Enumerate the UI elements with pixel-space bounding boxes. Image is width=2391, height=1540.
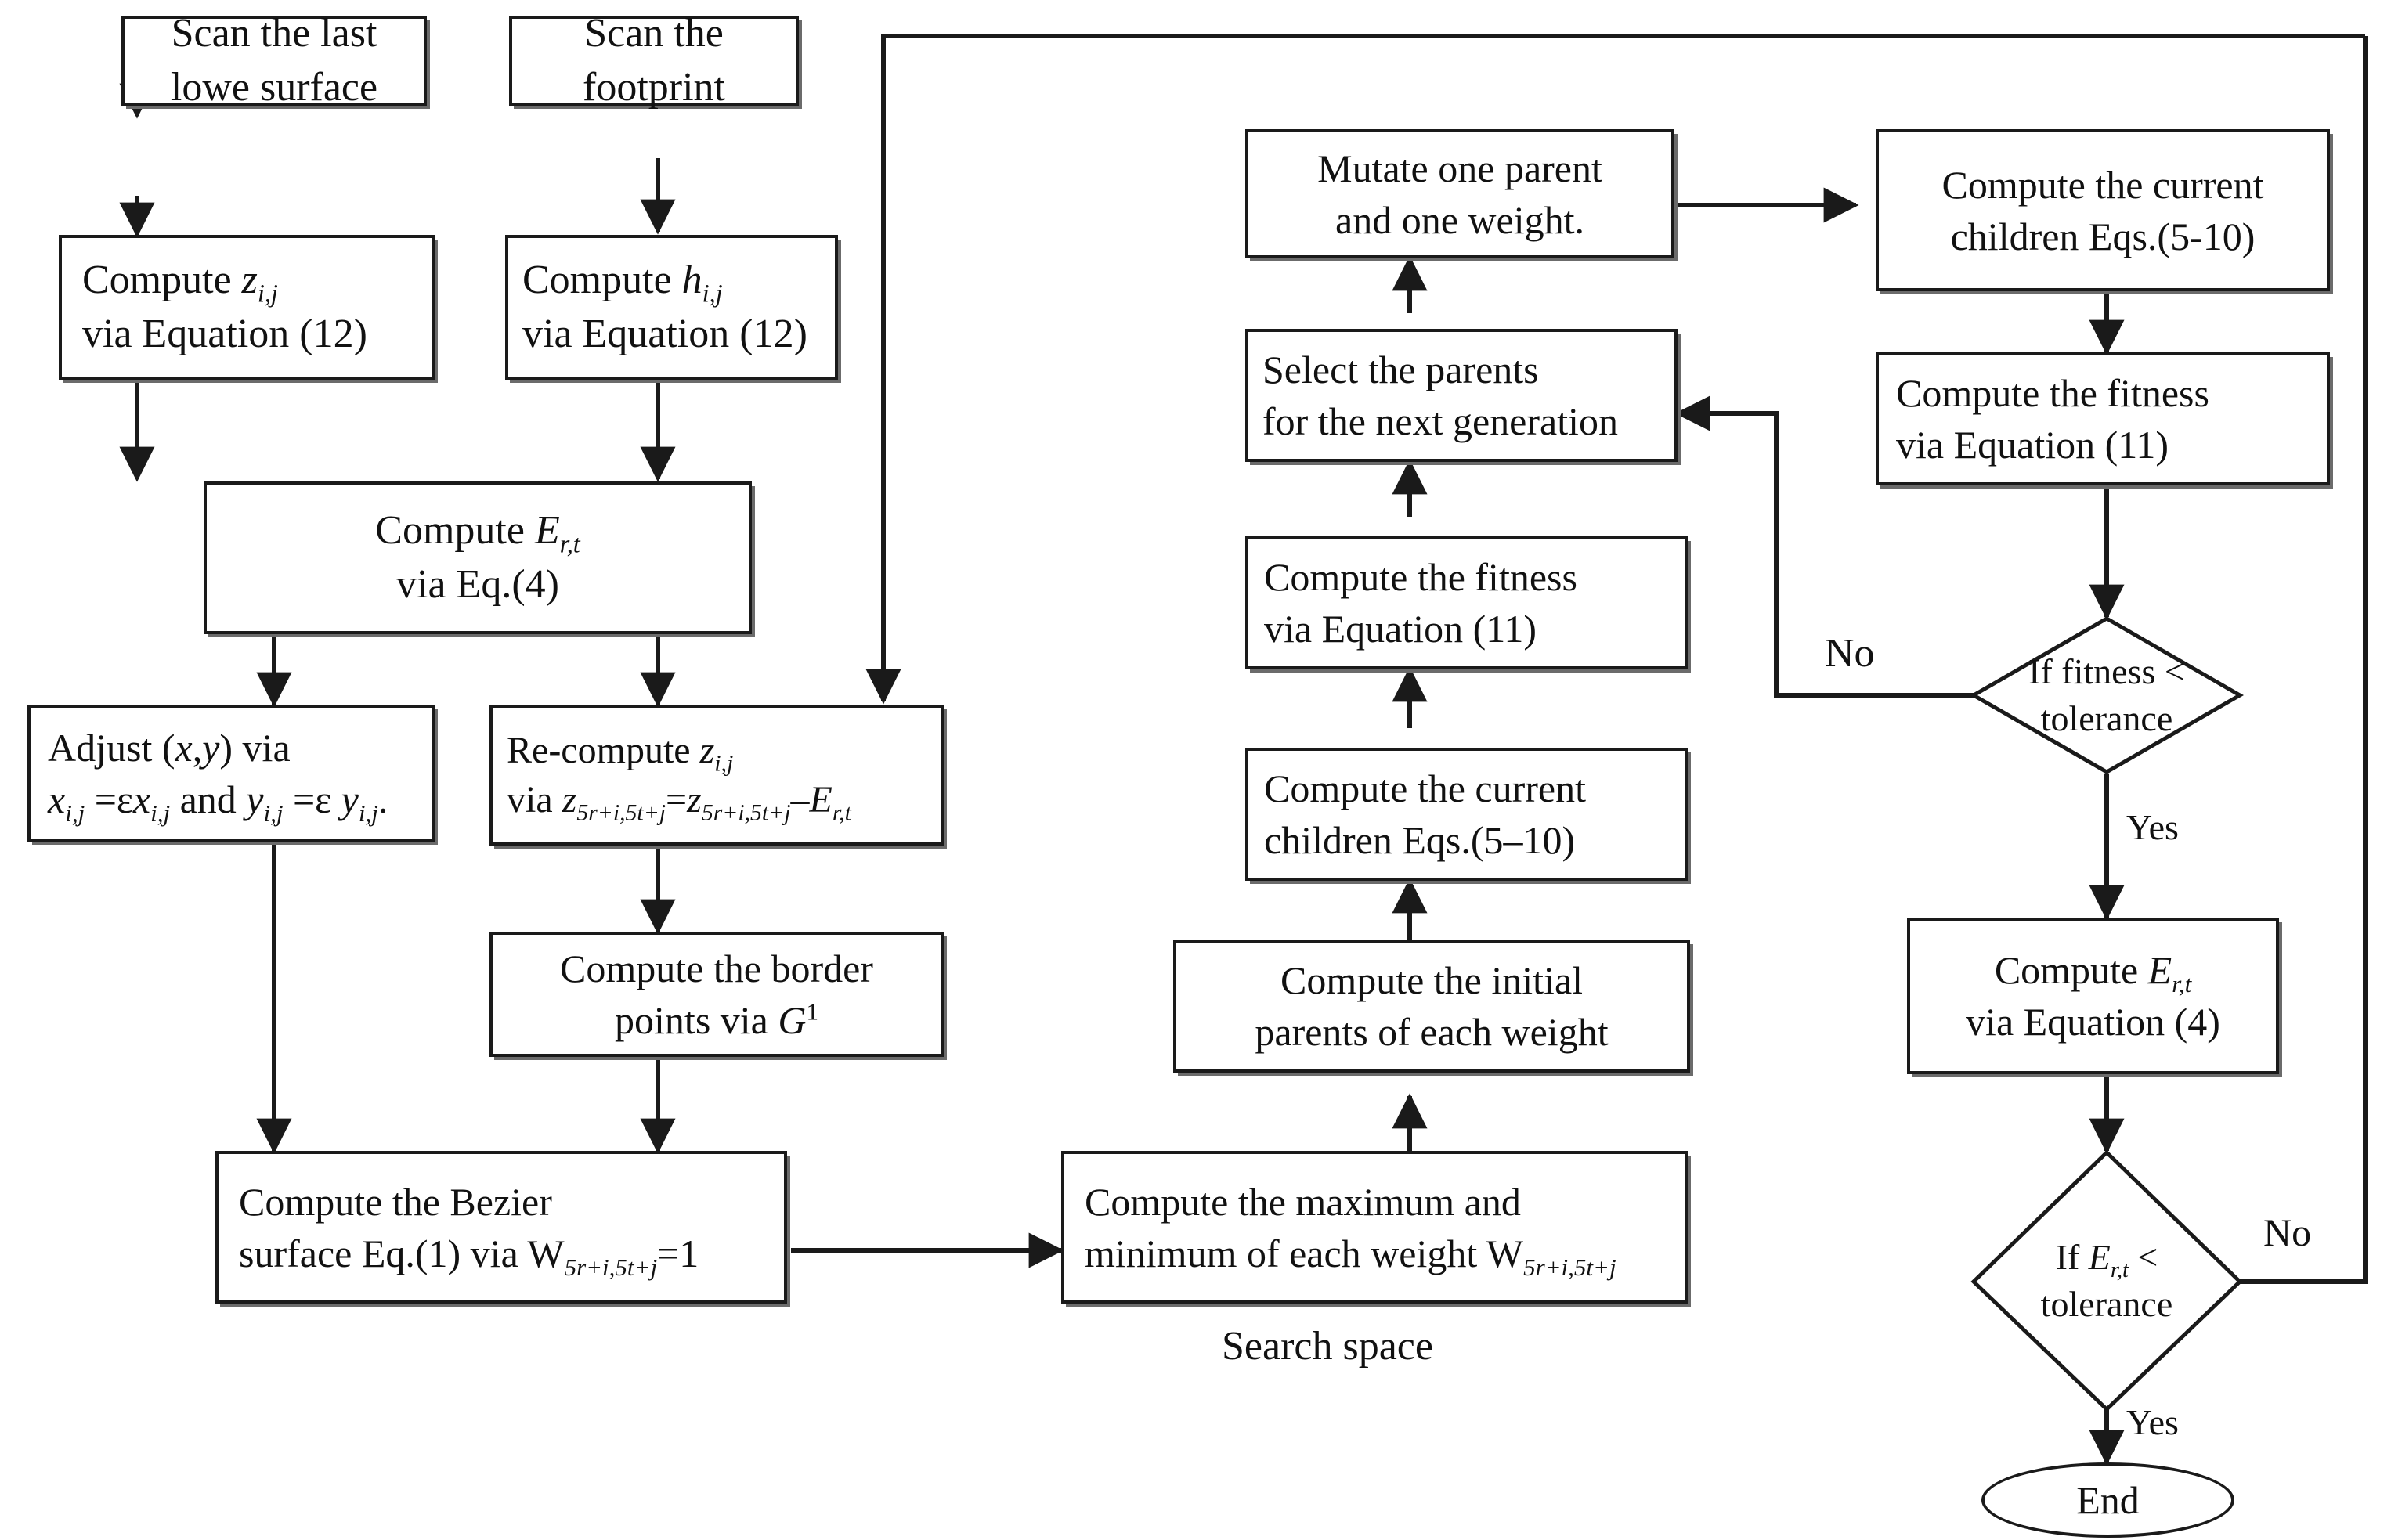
initialparents-line2: parents of each weight (1255, 1010, 1609, 1054)
selectparents-line1: Select the parents (1262, 348, 1539, 391)
compute-h-line2: via Equation (12) (522, 311, 807, 356)
node-children-right[interactable]: Compute the current children Eqs.(5-10) (1876, 129, 2330, 291)
recompute-var: z (699, 729, 715, 771)
node-scan-footprint[interactable]: Scan the footprint (509, 11, 799, 110)
edge-ertno-to-topfeedback (2240, 36, 2368, 1284)
node-mutate[interactable]: Mutate one parent and one weight. (1245, 129, 1674, 258)
ert-eq4-sub: r,t (559, 529, 580, 558)
ert-decision-line1: If Er,t < (2055, 1237, 2158, 1283)
node-search-space-box[interactable]: Compute the maximum and minimum of each … (1061, 1151, 1688, 1304)
node-scan-last-lower-surface[interactable]: Scan the last lowe surface (121, 11, 427, 110)
border-line2-sup: 1 (806, 997, 818, 1026)
bezier-line2-prefix: surface Eq.(1) via W (239, 1231, 565, 1275)
searchspace-line2-prefix: minimum of each weight W (1085, 1231, 1524, 1275)
erteq11-sub: r,t (2172, 970, 2192, 997)
searchspace-line2-sub: 5r+i,5t+j (1523, 1253, 1616, 1281)
node-border-points[interactable]: Compute the border points via G1 (489, 932, 944, 1057)
decision-fitness-tolerance-shape (1969, 616, 2245, 774)
recompute-prefix: Re-compute (507, 729, 700, 771)
erteq11-line2: via Equation (4) (1966, 1000, 2220, 1044)
node-compute-z[interactable]: Compute zi,j via Equation (12) (59, 235, 435, 380)
adjust-line1: Adjust (x,y) via (48, 725, 291, 770)
border-line2-prefix: points via (615, 998, 778, 1042)
adjust-line2: xi,j =εxi,j and yi,j =ε yi,j. (48, 777, 388, 827)
fitnessright-line1: Compute the fitness (1896, 371, 2209, 415)
node-fitness-middle[interactable]: Compute the fitness via Equation (11) (1245, 536, 1688, 669)
node-children-middle[interactable]: Compute the current children Eqs.(5–10) (1245, 748, 1688, 881)
node-compute-h[interactable]: Compute hi,j via Equation (12) (505, 235, 838, 380)
scan-footprint-line2: footprint (583, 64, 725, 110)
recompute-line2: via z5r+i,5t+j=z5r+i,5t+j–Er,t (507, 779, 851, 826)
edge-fitnessno-to-selectparents (1674, 395, 1975, 698)
decision-ert-tolerance-shape (1970, 1149, 2243, 1412)
ert-eq4-line2: via Eq.(4) (396, 561, 559, 607)
mutate-line1: Mutate one parent (1317, 146, 1602, 190)
mutate-line2: and one weight. (1335, 197, 1584, 242)
node-recompute-z[interactable]: Re-compute zi,j via z5r+i,5t+j=z5r+i,5t+… (489, 705, 944, 846)
fitnessmid-line2: via Equation (11) (1264, 607, 1537, 651)
node-adjust-xy[interactable]: Adjust (x,y) via xi,j =εxi,j and yi,j =ε… (27, 705, 435, 842)
childrenright-line1: Compute the current (1941, 162, 2264, 207)
node-end[interactable]: End (1981, 1462, 2234, 1538)
node-compute-ert-eq4[interactable]: Compute Er,t via Eq.(4) (204, 481, 752, 634)
decision-fitness-tolerance[interactable]: If fitness < tolerance (1974, 619, 2240, 772)
compute-z-var: z (241, 257, 258, 302)
node-bezier-surface[interactable]: Compute the Bezier surface Eq.(1) via W5… (215, 1151, 787, 1304)
erteq11-var: E (2147, 948, 2172, 992)
fitness-decision-line1: If fitness < (2028, 651, 2185, 692)
compute-z-sub: i,j (257, 279, 278, 308)
node-fitness-right[interactable]: Compute the fitness via Equation (11) (1876, 352, 2330, 485)
childrenmid-line1: Compute the current (1264, 766, 1586, 810)
node-compute-ert-eq11[interactable]: Compute Er,t via Equation (4) (1907, 918, 2279, 1074)
bezier-line2-post: =1 (657, 1231, 699, 1275)
edge-label-fitness-no: No (1825, 631, 1875, 676)
erteq11-prefix: Compute (1994, 948, 2148, 992)
fitnessmid-line1: Compute the fitness (1264, 555, 1577, 599)
edge-label-ert-no: No (2263, 1210, 2312, 1254)
node-initial-parents[interactable]: Compute the initial parents of each weig… (1173, 940, 1690, 1073)
recompute-sub: i,j (714, 750, 734, 777)
scan-footprint-line1: Scan the (584, 10, 724, 56)
ert-eq4-prefix: Compute (375, 507, 535, 553)
searchspace-line1: Compute the maximum and (1085, 1179, 1521, 1224)
end-label: End (2076, 1478, 2140, 1522)
fitnessright-line2: via Equation (11) (1896, 423, 2169, 467)
compute-h-sub: i,j (702, 279, 723, 308)
childrenmid-line2: children Eqs.(5–10) (1264, 818, 1576, 862)
compute-z-line2: via Equation (12) (82, 311, 367, 356)
search-space-caption: Search space (1222, 1324, 1433, 1369)
selectparents-line2: for the next generation (1262, 399, 1618, 443)
edge-label-ert-yes: Yes (2126, 1402, 2179, 1442)
bezier-line1: Compute the Bezier (239, 1179, 552, 1224)
border-line2-var: G (778, 998, 807, 1042)
border-line1: Compute the border (560, 947, 873, 990)
node-select-parents[interactable]: Select the parents for the next generati… (1245, 329, 1678, 462)
scan-last-line1: Scan the last (171, 10, 377, 56)
compute-z-prefix: Compute (82, 257, 242, 302)
initialparents-line1: Compute the initial (1280, 958, 1584, 1002)
scan-last-line2: lowe surface (170, 64, 378, 110)
childrenright-line2: children Eqs.(5-10) (1950, 214, 2256, 258)
ert-eq4-var: E (534, 507, 560, 553)
edge-label-fitness-yes: Yes (2126, 807, 2179, 847)
fitness-decision-line2: tolerance (2040, 698, 2173, 738)
compute-h-var: h (681, 257, 702, 302)
edge-feedback-top-to-recompute (865, 34, 2365, 705)
bezier-line2-sub: 5r+i,5t+j (564, 1253, 658, 1281)
compute-h-prefix: Compute (522, 257, 682, 302)
decision-ert-tolerance[interactable]: If Er,t < tolerance (1974, 1152, 2240, 1409)
ert-decision-line2: tolerance (2040, 1284, 2173, 1324)
